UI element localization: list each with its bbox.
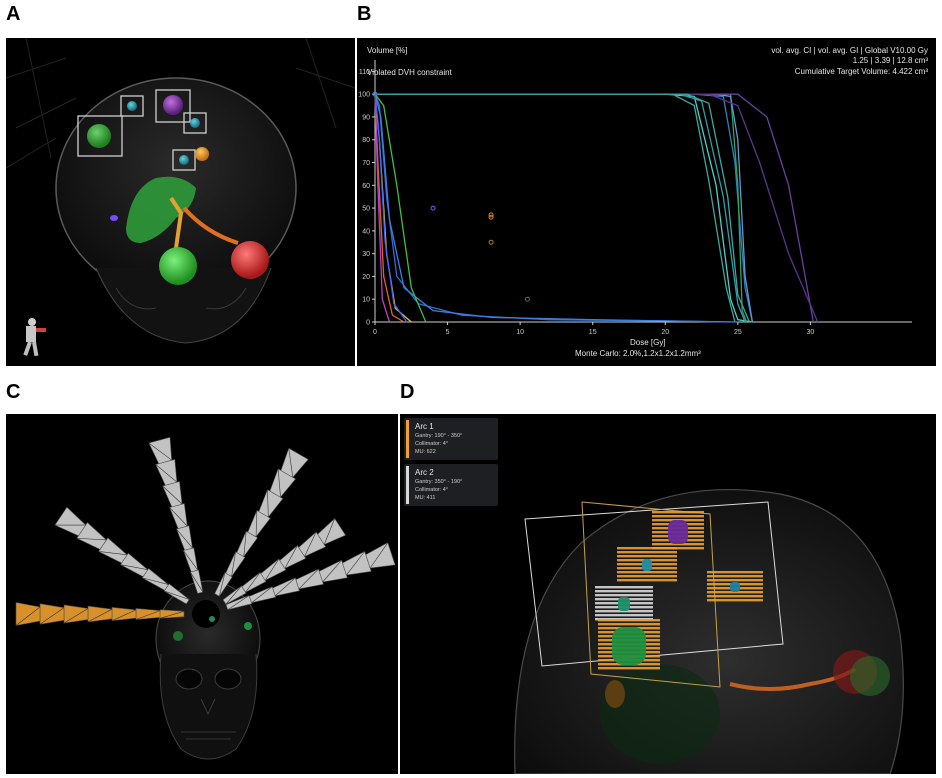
dvh-constraint-marker xyxy=(524,296,530,302)
beam-arrangement-render xyxy=(15,436,396,760)
dvh-series-line-7 xyxy=(375,93,819,323)
arc-mlc-render xyxy=(514,489,904,774)
dvh-y-tick-label: 90 xyxy=(362,114,370,121)
dvh-x-tick-label: 20 xyxy=(661,329,669,336)
dvh-y-tick-label: 40 xyxy=(362,228,370,235)
panel-label-c: C xyxy=(6,381,21,403)
dvh-x-tick-label: 30 xyxy=(807,329,815,336)
dvh-plot: 0 5 10 15 20 25 30 0 10 20 30 40 50 60 70 80 90 100 110 xyxy=(358,60,912,336)
arc-mu: MU: 411 xyxy=(415,495,436,501)
arc-title: Arc 2 xyxy=(415,468,434,477)
skull-3d-render xyxy=(6,38,355,357)
panel-b-dvh-chart[interactable]: 0 5 10 15 20 25 30 0 10 20 30 40 50 60 70 80 90 100 110 Vo… xyxy=(357,38,936,366)
mlc-aperture-4 xyxy=(598,619,660,670)
dvh-series-line-1 xyxy=(375,93,746,323)
dvh-y-axis-label: Volume [%] xyxy=(367,46,408,55)
dvh-y-tick-label: 30 xyxy=(362,251,370,258)
panel-d-arc-view[interactable]: Arc 1 Gantry: 190° - 350° Collimator: 4° MU… xyxy=(400,414,936,774)
beam-fan-4 xyxy=(222,518,347,605)
dvh-x-tick-label: 10 xyxy=(516,329,524,336)
dvh-stats-values: 1.25 | 3.39 | 12.8 cm³ xyxy=(852,56,928,65)
dvh-x-tick-label: 25 xyxy=(734,329,742,336)
dvh-constraint-marker xyxy=(430,205,436,211)
dvh-y-tick-label: 80 xyxy=(362,137,370,144)
beam-fan-2 xyxy=(148,436,204,594)
dvh-series-line-8 xyxy=(375,93,750,323)
beam-fan-5 xyxy=(225,542,396,611)
arc-gantry: Gantry: 190° - 350° xyxy=(415,433,463,439)
dvh-y-tick-label: 0 xyxy=(366,320,370,327)
dvh-violated-constraint: Violated DVH constraint xyxy=(367,68,452,77)
panel-a-3d-view[interactable] xyxy=(6,38,355,366)
patient-orientation-icon xyxy=(23,318,46,357)
beam-fan-1 xyxy=(54,506,190,605)
dvh-constraint-marker xyxy=(488,214,494,220)
dvh-stats-header: vol. avg. CI | vol. avg. GI | Global V10… xyxy=(771,46,928,55)
panel-label-b: B xyxy=(357,3,372,25)
dvh-y-tick-label: 60 xyxy=(362,183,370,190)
dvh-series-line-9 xyxy=(374,93,731,323)
dvh-series-line-5 xyxy=(375,93,754,323)
dvh-cumulative-volume: Cumulative Target Volume: 4.422 cm³ xyxy=(794,67,928,76)
arc-title: Arc 1 xyxy=(415,422,434,431)
arc-info-card-2[interactable]: Arc 2 Gantry: 350° - 190° Collimator: 4° MU… xyxy=(404,464,498,506)
dvh-y-tick-label: 20 xyxy=(362,274,370,281)
mlc-aperture-3 xyxy=(595,586,653,621)
dvh-constraint-marker xyxy=(488,239,494,245)
arc-gantry: Gantry: 350° - 190° xyxy=(415,479,463,485)
dvh-x-tick-label: 5 xyxy=(446,329,450,336)
dvh-series-line-3 xyxy=(375,93,754,323)
panel-c-beam-view[interactable] xyxy=(6,414,398,774)
panel-label-d: D xyxy=(400,381,415,403)
beam-fan-3 xyxy=(214,447,309,597)
dvh-x-tick-label: 0 xyxy=(373,329,377,336)
dvh-series-line-13 xyxy=(374,93,427,323)
dvh-series-line-0 xyxy=(375,93,753,323)
mlc-aperture-0 xyxy=(652,511,704,550)
arc-mu: MU: 622 xyxy=(415,449,436,455)
dvh-y-tick-label: 70 xyxy=(362,160,370,167)
dvh-series-line-15 xyxy=(374,94,408,323)
dvh-x-tick-label: 15 xyxy=(589,329,597,336)
arc-collimator: Collimator: 4° xyxy=(415,441,449,447)
arc-collimator: Collimator: 4° xyxy=(415,487,449,493)
dvh-constraint-marker xyxy=(488,212,494,218)
beam-fan-0 xyxy=(15,602,185,626)
panel-label-a: A xyxy=(6,3,21,25)
dvh-y-tick-label: 10 xyxy=(362,297,370,304)
dvh-x-axis-label: Dose [Gy] xyxy=(630,338,666,347)
dvh-constraint-marker xyxy=(372,91,378,97)
mlc-aperture-1 xyxy=(617,547,677,582)
dvh-y-tick-label: 50 xyxy=(362,206,370,213)
dvh-series-line-10 xyxy=(374,94,738,323)
mlc-aperture-2 xyxy=(707,571,763,602)
dvh-y-tick-label: 100 xyxy=(358,92,370,99)
dvh-y-tick-label: 110 xyxy=(359,69,370,76)
arc-color-bar xyxy=(406,420,409,458)
arc-color-bar xyxy=(406,466,409,504)
dvh-series-line-14 xyxy=(374,94,391,323)
dvh-series-line-2 xyxy=(375,93,736,323)
dvh-monte-carlo-footer: Monte Carlo: 2.0%,1.2x1.2x1.2mm³ xyxy=(575,349,701,358)
arc-info-card-1[interactable]: Arc 1 Gantry: 190° - 350° Collimator: 4° MU… xyxy=(404,418,498,460)
